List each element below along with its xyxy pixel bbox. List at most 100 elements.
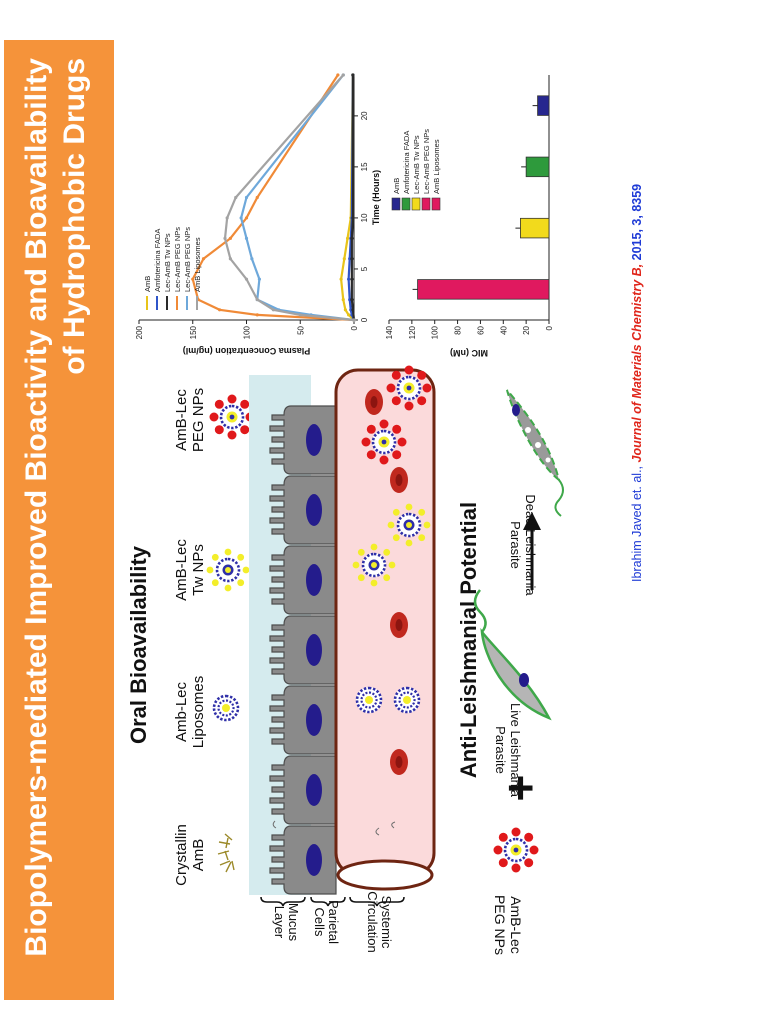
- label-mucus-layer: MucusLayer: [272, 903, 301, 942]
- rotated-poster: Biopolymers-mediated Improved Bioactivit…: [4, 40, 664, 1000]
- legend-entry: Amfotericina FADA: [153, 229, 162, 292]
- legend-entry: AmB Liposomes: [193, 237, 202, 292]
- y-tick-label: 50: [296, 325, 305, 334]
- live-leishmania-parasite: [473, 589, 552, 721]
- liposome-in-blood: [354, 685, 384, 715]
- y-tick-label: 20: [522, 325, 531, 334]
- tw-np-in-blood: [351, 542, 397, 588]
- dead-leishmania-parasite: [506, 389, 564, 517]
- series-point: [244, 277, 249, 281]
- y-axis-label: Plasma Concentration (ng/ml): [183, 346, 311, 356]
- plus-sign: +: [494, 775, 546, 802]
- section-oral-bioavailability: Oral Bioavailability: [126, 545, 151, 744]
- red-blood-cell: [390, 749, 408, 775]
- series-point: [345, 236, 350, 240]
- y-tick-label: 80: [454, 325, 463, 334]
- series-point: [352, 318, 356, 322]
- y-tick-label: 140: [385, 325, 394, 339]
- series-point: [257, 277, 261, 281]
- series-point: [271, 308, 275, 312]
- crystallin-amb-needles: [217, 833, 235, 873]
- label-amb-lec-liposomes: Amb-LecLiposomes: [173, 676, 207, 749]
- label-crystallin-amb: CrystallinAmB: [173, 824, 207, 886]
- x-tick-label: 5: [360, 266, 369, 271]
- x-tick-label: 0: [360, 317, 369, 322]
- series-point: [218, 308, 222, 312]
- legend-swatch: [391, 197, 401, 211]
- y-tick-label: 120: [408, 325, 417, 339]
- legend-entry: Lec-AmB Tw NPs: [163, 233, 172, 292]
- series-point: [350, 257, 354, 261]
- red-blood-cell: [390, 467, 408, 493]
- series-point: [201, 257, 206, 261]
- x-tick-label: 20: [360, 111, 369, 120]
- y-tick-label: 100: [431, 325, 440, 339]
- y-axis-label: MIC (nM): [450, 348, 488, 358]
- series-point: [250, 257, 254, 261]
- series-point: [339, 277, 343, 281]
- legend-entry: Lec-AmB PEG NPs: [173, 227, 182, 292]
- legend-entry: Lec-AmB PEG NPs: [422, 129, 431, 194]
- series-point: [342, 257, 346, 261]
- y-tick-label: 200: [135, 325, 144, 339]
- legend-swatch: [411, 197, 421, 211]
- series-point: [223, 236, 227, 240]
- series-point: [347, 277, 351, 281]
- legend-entry: AmB: [143, 276, 152, 292]
- y-tick-label: 0: [545, 325, 554, 330]
- series-point: [225, 216, 229, 220]
- series-point: [228, 236, 232, 240]
- legend-swatch: [421, 197, 431, 211]
- series-point: [255, 195, 259, 200]
- section-anti-leishmanial: Anti-Leishmanial Potential: [456, 502, 481, 778]
- liposome-particle: [211, 693, 241, 723]
- series-point: [350, 297, 354, 302]
- label-live-parasite: Live LeishmaniaParasite: [493, 703, 523, 798]
- y-tick-label: 0: [350, 325, 359, 330]
- series-point: [244, 216, 249, 220]
- red-blood-cell: [390, 612, 408, 638]
- label-treatment-peg-nps: AmB-LecPEG NPs: [492, 895, 524, 955]
- label-amb-lec-tw-nps: AmB-LecTw NPs: [173, 539, 207, 601]
- series-point: [351, 73, 355, 77]
- x-tick-label: 10: [360, 213, 369, 222]
- x-tick-label: 15: [360, 162, 369, 171]
- bar: [417, 279, 550, 300]
- legend-entry: AmB Liposomes: [432, 139, 441, 194]
- series-point: [336, 73, 340, 77]
- label-dead-parasite: Dead LeishmaniaParasite: [508, 494, 538, 596]
- y-tick-label: 150: [189, 325, 198, 339]
- series-point: [234, 195, 238, 200]
- series-line: [191, 74, 355, 322]
- series-point: [298, 313, 302, 317]
- liposome-in-blood: [392, 685, 422, 715]
- systemic-circulation-vessel: [334, 368, 436, 891]
- red-blood-cell: [365, 389, 383, 415]
- tw-np-particle: [205, 547, 251, 593]
- diagram-svg: Oral Bioavailability CrystallinAmB Amb-L…: [126, 73, 564, 955]
- series-point: [255, 297, 259, 302]
- label-parietal-cells: ParietalCells: [312, 900, 341, 944]
- legend-entry: Lec-AmB PEG NPs: [183, 227, 192, 292]
- layer-labels: MucusLayer ParietalCells SystemicCircula…: [260, 891, 405, 953]
- series-point: [347, 313, 351, 317]
- y-tick-label: 60: [476, 325, 485, 334]
- peg-np-particle: [208, 393, 256, 441]
- transformation-arrow: [523, 512, 541, 590]
- tw-np-in-blood: [386, 502, 432, 548]
- peg-np-in-blood: [360, 418, 408, 466]
- series-point: [255, 313, 259, 317]
- y-tick-label: 40: [499, 325, 508, 334]
- legend-entry: Lec-AmB Tw NPs: [412, 135, 421, 194]
- series-point: [351, 308, 355, 312]
- legend-swatch: [431, 197, 441, 211]
- series-point: [244, 195, 249, 200]
- series-point: [343, 308, 347, 312]
- peg-np-in-blood: [385, 364, 433, 412]
- treatment-peg-np: [492, 826, 540, 874]
- x-axis-label: Time (Hours): [371, 170, 381, 225]
- series-point: [239, 216, 243, 220]
- label-amb-lec-peg-nps: AmB-LecPEG NPs: [173, 388, 207, 452]
